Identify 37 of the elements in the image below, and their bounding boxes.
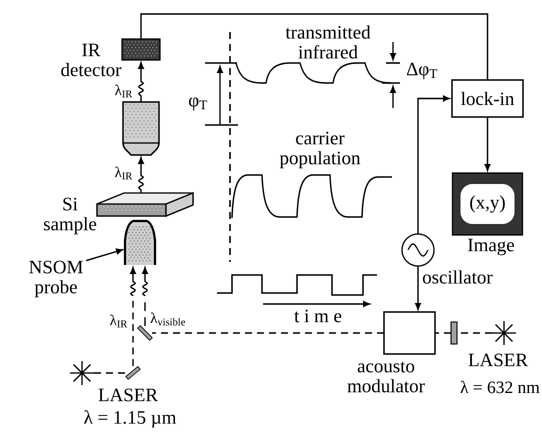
beam-arrow xyxy=(142,267,148,326)
arrow xyxy=(484,117,490,171)
curve-label: transmitted infrared xyxy=(286,25,370,59)
shutter xyxy=(450,322,458,344)
dimension-label: Δφ$_{T}$ xyxy=(406,62,438,80)
wavy-arrow xyxy=(138,62,144,102)
edge-label: λ$_{IR}$ xyxy=(108,314,129,328)
arrow xyxy=(415,266,421,310)
mirror xyxy=(137,325,153,341)
probe-tip xyxy=(124,220,156,265)
axis-label: t i m e xyxy=(294,310,342,322)
wavelength-label: λ = 632 nm xyxy=(460,380,540,394)
arrow xyxy=(417,96,450,234)
beam-line xyxy=(94,372,126,374)
oscillator-label: oscillator xyxy=(422,270,492,284)
image-label: Image xyxy=(468,238,514,256)
beam-line xyxy=(152,332,384,334)
beam-arrow xyxy=(130,267,136,366)
edge-label: λ$_{IR}$ xyxy=(114,84,134,98)
dimension-label: φ$_{T}$ xyxy=(188,98,208,110)
probe-label: NSOM probe xyxy=(29,260,83,298)
detector-label: IR detector xyxy=(61,44,122,76)
modulator-label: acousto modulator xyxy=(348,362,425,392)
leader-arrow xyxy=(86,248,124,262)
lock-in-box: lock-in xyxy=(451,79,524,118)
wavelength-label: λ = 1.15 µm xyxy=(84,410,176,428)
coordinate-display: (x,y) xyxy=(460,184,514,224)
beam-line xyxy=(435,332,451,334)
signal-line xyxy=(140,13,488,80)
laser-label: LASER xyxy=(468,354,528,366)
objective-lens xyxy=(122,101,160,156)
sample-label: Si sample xyxy=(44,198,96,234)
laser-label: LASER xyxy=(98,388,158,402)
edge-label: λ$_{visible}$ xyxy=(149,312,187,326)
wavy-arrow xyxy=(138,157,144,193)
edge-label: λ$_{IR}$ xyxy=(114,166,134,180)
curve-label: carrier population xyxy=(280,132,360,168)
